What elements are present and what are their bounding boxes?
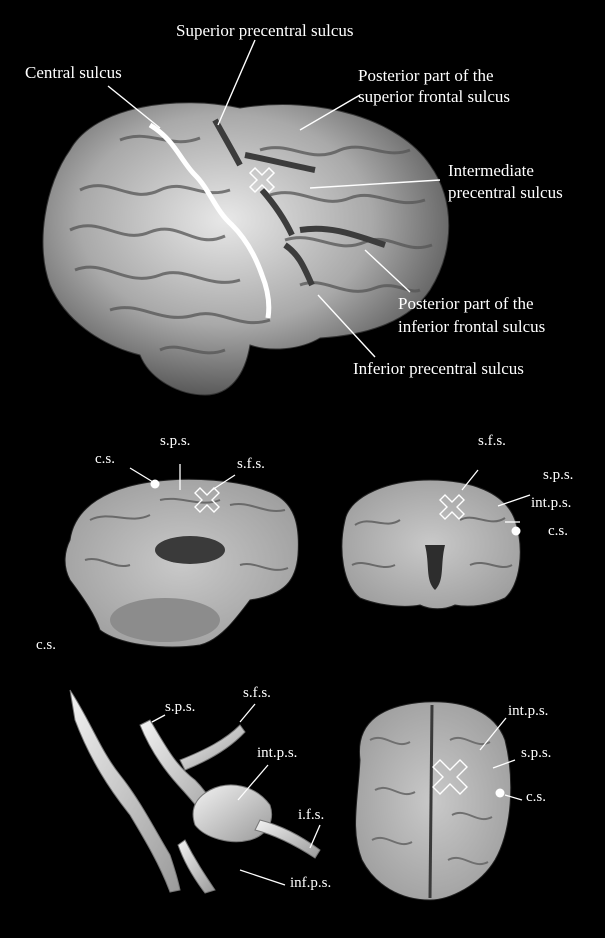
axial-label-sps: s.p.s. — [521, 746, 551, 762]
label-intermediate-precentral-line1: Intermediate — [448, 162, 534, 180]
coronal-label-sfs: s.f.s. — [478, 434, 506, 450]
sulci3d-label-cs: c.s. — [36, 638, 56, 654]
label-central-sulcus: Central sulcus — [25, 64, 122, 82]
sulci3d-label-infps: inf.p.s. — [290, 876, 331, 892]
sagittal-label-sfs: s.f.s. — [237, 457, 265, 473]
label-posterior-inferior-frontal-line2: inferior frontal sulcus — [398, 318, 545, 336]
sagittal-slice — [65, 464, 298, 647]
sagittal-label-sps: s.p.s. — [160, 434, 190, 450]
sulci3d-label-intps: int.p.s. — [257, 746, 297, 762]
label-posterior-superior-frontal-line2: superior frontal sulcus — [358, 88, 510, 106]
sagittal-label-cs: c.s. — [95, 452, 115, 468]
axial-label-intps: int.p.s. — [508, 704, 548, 720]
coronal-label-intps: int.p.s. — [531, 496, 571, 512]
label-superior-precentral-sulcus: Superior precentral sulcus — [176, 22, 354, 40]
label-inferior-precentral-sulcus: Inferior precentral sulcus — [353, 360, 524, 378]
sulci3d-label-ifs: i.f.s. — [298, 808, 324, 824]
label-posterior-inferior-frontal-line1: Posterior part of the — [398, 295, 534, 313]
label-intermediate-precentral-line2: precentral sulcus — [448, 184, 563, 202]
axial-slice — [356, 702, 522, 900]
coronal-label-sps: s.p.s. — [543, 468, 573, 484]
coronal-slice — [342, 470, 530, 609]
label-posterior-superior-frontal-line1: Posterior part of the — [358, 67, 494, 85]
sulci3d-label-sps: s.p.s. — [165, 700, 195, 716]
axial-label-cs: c.s. — [526, 790, 546, 806]
lateral-brain-render — [43, 103, 449, 395]
sulci-3d-render — [70, 690, 320, 893]
sulci3d-label-sfs: s.f.s. — [243, 686, 271, 702]
coronal-label-cs: c.s. — [548, 524, 568, 540]
